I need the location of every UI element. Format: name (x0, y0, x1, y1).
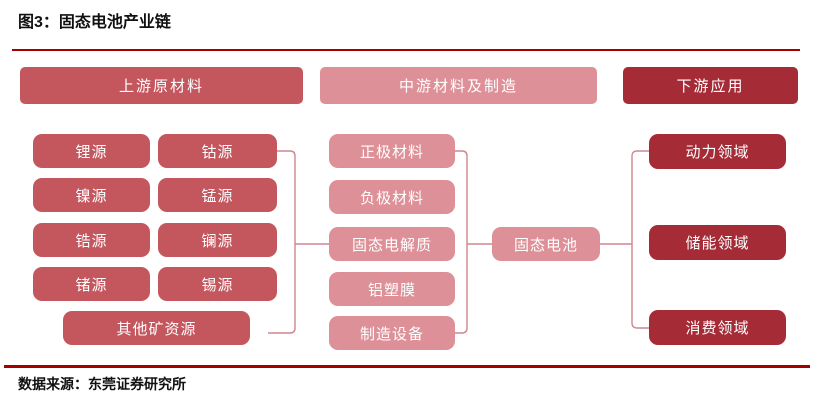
figure-title: 图3：固态电池产业链 (18, 14, 171, 31)
node-lanthanum-source: 镧源 (158, 223, 277, 257)
node-germanium-source: 锗源 (33, 267, 150, 301)
node-tin-source: 锡源 (158, 267, 277, 301)
node-anode-material: 负极材料 (329, 180, 455, 214)
bottom-rule (4, 365, 810, 368)
node-cathode-material: 正极材料 (329, 134, 455, 168)
node-other-minerals: 其他矿资源 (63, 311, 250, 345)
node-nickel-source: 镍源 (33, 178, 150, 212)
node-energy-storage-field: 储能领域 (649, 225, 786, 260)
node-solid-electrolyte: 固态电解质 (329, 227, 455, 261)
node-aluminum-film: 铝塑膜 (329, 272, 455, 306)
downstream-bracket (600, 150, 649, 329)
node-lithium-source: 锂源 (33, 134, 150, 168)
midstream-bracket (455, 150, 492, 334)
node-manufacturing-equipment: 制造设备 (329, 316, 455, 350)
node-manganese-source: 锰源 (158, 178, 277, 212)
node-consumer-field: 消费领域 (649, 310, 786, 345)
header-upstream: 上游原材料 (20, 67, 303, 104)
top-rule (12, 49, 800, 51)
source-note: 数据来源：东莞证券研究所 (18, 376, 186, 392)
header-midstream: 中游材料及制造 (320, 67, 597, 104)
node-zirconium-source: 锆源 (33, 223, 150, 257)
node-cobalt-source: 钴源 (158, 134, 277, 168)
node-solid-state-battery: 固态电池 (492, 227, 600, 261)
header-downstream: 下游应用 (623, 67, 798, 104)
node-power-field: 动力领域 (649, 134, 786, 169)
upstream-bracket (268, 150, 329, 334)
